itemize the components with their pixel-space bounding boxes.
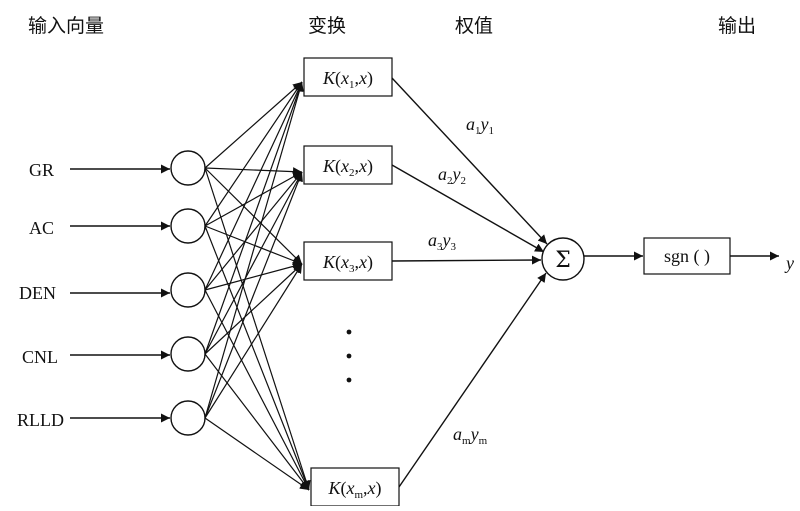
kernel-layer: K(x1,x) K(x2,x) K(x3,x) K(xm,x) xyxy=(303,57,400,507)
input-node-4 xyxy=(170,336,206,372)
kernel-box-m xyxy=(310,467,400,507)
connection-2-4 xyxy=(204,225,310,491)
connection-3-2 xyxy=(204,171,303,291)
connection-2-3 xyxy=(204,225,303,265)
connection-2-2 xyxy=(204,171,303,227)
ellipsis-dot xyxy=(346,329,352,335)
weight-label-m: amym xyxy=(453,424,488,447)
kernel-label-3: K(x3,x) xyxy=(322,252,373,275)
connection-1-3 xyxy=(204,167,303,265)
summation-symbol: Σ xyxy=(555,248,571,273)
connection-4-3 xyxy=(204,263,303,355)
weight-label-2: a2y2 xyxy=(438,164,466,187)
kernel-label-2: K(x2,x) xyxy=(322,156,373,179)
connection-2-1 xyxy=(204,81,303,227)
kernel-label-1: K(x1,x) xyxy=(322,68,373,91)
input-node-3 xyxy=(170,272,206,308)
header-weight: 权值 xyxy=(455,15,493,37)
summation-node xyxy=(541,237,585,281)
sgn-label: sgn ( ) xyxy=(664,246,710,267)
weight-layer: a1y1 a2y2 a3y3 amym xyxy=(391,77,548,488)
input-label-ac: AC xyxy=(29,218,54,238)
weight-arrow-3 xyxy=(391,255,542,265)
kernel-box-3 xyxy=(303,241,393,281)
kernel-label-m: K(xm,x) xyxy=(327,478,381,501)
input-label-den: DEN xyxy=(19,283,56,303)
connection-5-1 xyxy=(204,81,304,419)
ellipsis-dot xyxy=(346,377,352,383)
connection-5-2 xyxy=(204,171,303,419)
connection-1-4 xyxy=(204,167,311,491)
input-node-2 xyxy=(170,208,206,244)
weight-label-1: a1y1 xyxy=(466,114,494,137)
weight-label-3: a3y3 xyxy=(428,230,457,253)
connection-4-1 xyxy=(204,81,304,355)
header-input-vector: 输入向量 xyxy=(28,15,104,37)
input-node-1 xyxy=(170,150,206,186)
connection-3-3 xyxy=(204,261,303,291)
input-label-cnl: CNL xyxy=(22,347,58,367)
connection-1-1 xyxy=(204,81,303,169)
ellipsis-dot xyxy=(346,353,352,359)
connection-3-4 xyxy=(204,289,310,491)
connection-5-4 xyxy=(204,417,310,491)
connection-5-3 xyxy=(204,263,303,419)
kernel-box-1 xyxy=(303,57,393,97)
input-label-gr: GR xyxy=(29,160,54,180)
header-transform: 变换 xyxy=(308,15,346,37)
weight-arrow-m xyxy=(398,272,547,488)
weight-arrow-2 xyxy=(391,164,545,253)
header-output: 输出 xyxy=(718,15,756,37)
input-label-rlld: RLLD xyxy=(17,410,64,430)
input-layer: GR AC DEN CNL RLLD xyxy=(17,160,170,430)
connection-1-2 xyxy=(204,167,303,177)
connection-4-4 xyxy=(204,353,310,491)
weight-arrow-1 xyxy=(391,77,548,245)
connection-3-1 xyxy=(204,81,303,291)
input-node-5 xyxy=(170,400,206,436)
connection-mesh xyxy=(204,81,311,491)
sgn-box xyxy=(643,237,731,275)
connection-4-2 xyxy=(204,171,303,355)
input-nodes xyxy=(170,150,206,436)
output-label: y xyxy=(784,253,794,273)
